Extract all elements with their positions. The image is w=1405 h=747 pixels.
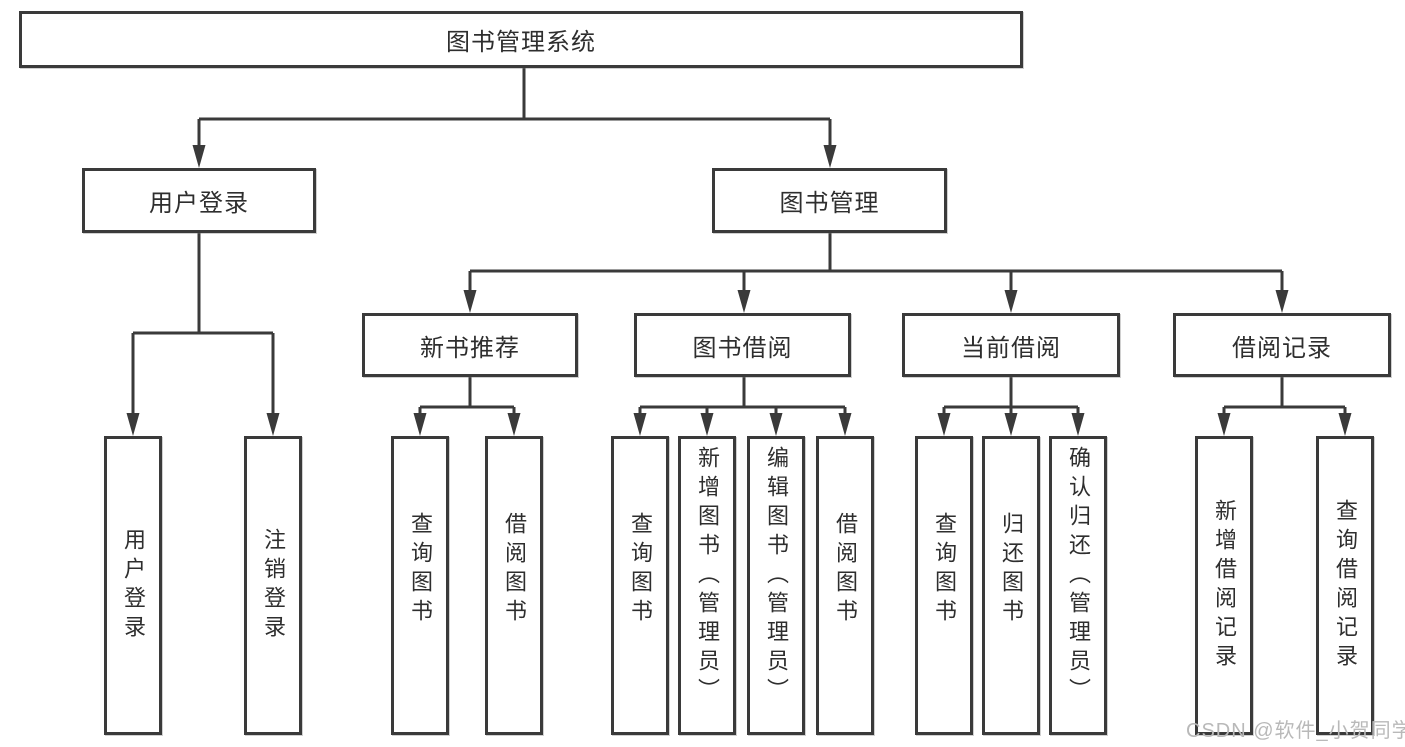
node-borrow-records: 借阅记录 bbox=[1173, 313, 1391, 377]
leaf-add-borrow-record: 新增借阅记录 bbox=[1195, 436, 1253, 735]
leaf-return-book: 归还图书 bbox=[982, 436, 1040, 735]
leaf-borrow-book-borrow: 借阅图书 bbox=[816, 436, 874, 735]
node-root: 图书管理系统 bbox=[19, 11, 1023, 68]
leaf-add-borrow-record-label: 新增借阅记录 bbox=[1212, 498, 1237, 673]
node-book-management-label: 图书管理 bbox=[779, 190, 880, 217]
leaf-query-book-current: 查询图书 bbox=[915, 436, 973, 735]
watermark: CSDN @软件_小贺同学 bbox=[1186, 720, 1405, 742]
node-borrow-records-label: 借阅记录 bbox=[1232, 334, 1332, 362]
leaf-query-borrow-record: 查询借阅记录 bbox=[1316, 436, 1374, 735]
leaf-borrow-book-recommend-label: 借阅图书 bbox=[502, 511, 527, 628]
node-new-book-recommend-label: 新书推荐 bbox=[420, 334, 520, 362]
leaf-borrow-book-recommend: 借阅图书 bbox=[485, 436, 543, 735]
node-current-borrow-label: 当前借阅 bbox=[961, 334, 1061, 362]
leaf-user-login-label: 用户登录 bbox=[121, 527, 146, 644]
leaf-query-book-borrow: 查询图书 bbox=[611, 436, 669, 735]
leaf-query-book-recommend-label: 查询图书 bbox=[408, 511, 433, 628]
leaf-confirm-return-admin: 确认归还（管理员） bbox=[1049, 436, 1107, 735]
node-book-management: 图书管理 bbox=[712, 168, 947, 233]
leaf-query-book-recommend: 查询图书 bbox=[391, 436, 449, 735]
node-book-borrow: 图书借阅 bbox=[634, 313, 851, 377]
leaf-user-login: 用户登录 bbox=[104, 436, 162, 735]
node-user-login: 用户登录 bbox=[82, 168, 316, 233]
leaf-query-borrow-record-label: 查询借阅记录 bbox=[1333, 498, 1358, 673]
node-book-borrow-label: 图书借阅 bbox=[692, 334, 793, 362]
leaf-edit-book-admin-label: 编辑图书（管理员） bbox=[764, 446, 789, 707]
leaf-query-book-current-label: 查询图书 bbox=[932, 511, 957, 628]
leaf-add-book-admin-label: 新增图书（管理员） bbox=[695, 446, 720, 707]
node-root-label: 图书管理系统 bbox=[446, 29, 596, 56]
leaf-edit-book-admin: 编辑图书（管理员） bbox=[747, 436, 805, 735]
leaf-return-book-label: 归还图书 bbox=[999, 511, 1024, 628]
node-user-login-label: 用户登录 bbox=[149, 190, 249, 217]
leaf-query-book-borrow-label: 查询图书 bbox=[628, 511, 653, 628]
leaf-logout-login-label: 注销登录 bbox=[261, 527, 286, 644]
leaf-logout-login: 注销登录 bbox=[244, 436, 302, 735]
node-new-book-recommend: 新书推荐 bbox=[362, 313, 578, 377]
leaf-confirm-return-admin-label: 确认归还（管理员） bbox=[1066, 446, 1091, 707]
leaf-add-book-admin: 新增图书（管理员） bbox=[678, 436, 736, 735]
leaf-borrow-book-borrow-label: 借阅图书 bbox=[833, 511, 858, 628]
node-current-borrow: 当前借阅 bbox=[902, 313, 1120, 377]
